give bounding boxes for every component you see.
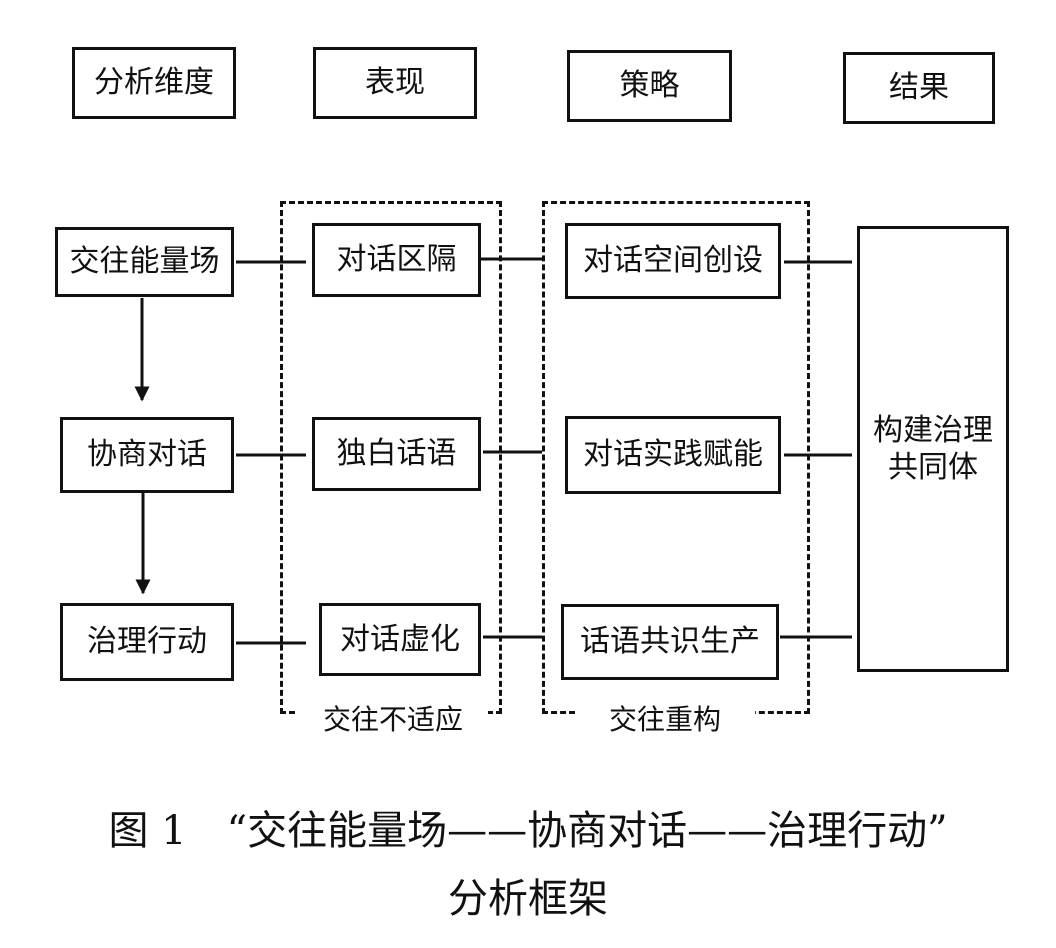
header-strategy: 策略	[567, 50, 732, 122]
header-manifestation: 表现	[313, 47, 477, 119]
header-dimension: 分析维度	[72, 47, 236, 119]
dimension-box-3: 治理行动	[60, 603, 234, 681]
group-maladaptation-label: 交往不适应	[298, 702, 488, 738]
group-reconstruction-label: 交往重构	[575, 702, 755, 738]
manifestation-box-2: 独白话语	[312, 417, 481, 491]
figure-caption-line-2: 分析框架	[448, 876, 608, 922]
strategy-box-2: 对话实践赋能	[565, 416, 781, 494]
manifestation-box-3: 对话虚化	[319, 603, 481, 676]
strategy-box-1: 对话空间创设	[565, 223, 781, 299]
dimension-box-1: 交往能量场	[55, 227, 234, 297]
header-result: 结果	[843, 52, 995, 124]
result-box: 构建治理共同体	[857, 226, 1009, 672]
figure-caption-line-1: 图 1 “交往能量场——协商对话——治理行动”	[108, 808, 948, 854]
strategy-box-3: 话语共识生产	[561, 604, 779, 680]
manifestation-box-1: 对话区隔	[312, 223, 481, 297]
dimension-box-2: 协商对话	[60, 417, 234, 493]
